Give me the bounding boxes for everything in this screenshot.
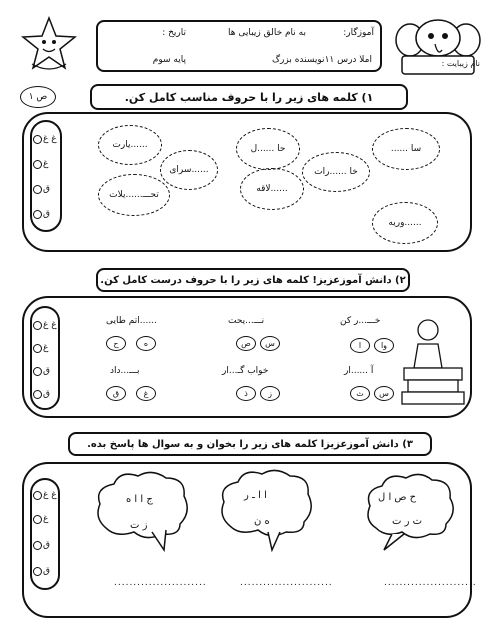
q2-choice-1a[interactable]: ا (350, 338, 370, 353)
q1-options-panel (30, 120, 62, 232)
q1-cloud-7: ......لاقه (240, 168, 304, 210)
q2-word-1: خـــ...ر کن (340, 316, 381, 326)
q3-cloud-3-line1: ج ا ا ه (126, 494, 153, 505)
q1-cloud-3: سا ...... (372, 128, 440, 170)
q2-choice-2a[interactable]: ص (236, 336, 256, 351)
q1-option-4[interactable]: ق (33, 209, 50, 219)
q2-choice-6a[interactable]: ق (106, 386, 126, 401)
q3-option-3[interactable]: ق (33, 540, 50, 550)
q2-choice-4a[interactable]: ث (350, 386, 370, 401)
q1-cloud-5: خا ......رات (302, 152, 370, 192)
q1-cloud-4: ......سرای (160, 150, 218, 190)
q1-option-2[interactable]: غ (33, 159, 48, 169)
q2-choice-5b[interactable]: ز (260, 386, 280, 401)
q2-title: ۲) دانش آموزعزیز! کلمه های زیر را با حرو… (96, 268, 410, 292)
q1-option-3[interactable]: ق (33, 184, 50, 194)
header-box (96, 20, 382, 72)
q2-option-1[interactable]: غ غ (33, 320, 57, 330)
q3-title: ۳) دانش آموزعزیزا کلمه های زیر را بخوان … (68, 432, 432, 456)
q1-cloud-2: حا ......ل (236, 128, 300, 170)
title: به نام خالق زیبایی ها (228, 28, 306, 38)
q2-choice-3b[interactable]: ه (136, 336, 156, 351)
name-label: نام زیبایت : (441, 59, 480, 68)
q3-answer-2[interactable]: ........................ (240, 578, 333, 588)
q3-option-1[interactable]: غ غ (33, 490, 57, 500)
q1-option-1[interactable]: غ غ (33, 134, 57, 144)
q1-cloud-6: تحـــ......یلات (98, 174, 170, 216)
lesson-label: املا درس ۱۱نویسنده بزرگ (271, 55, 372, 65)
q3-answer-3[interactable]: ........................ (114, 578, 207, 588)
q2-option-4[interactable]: ق (33, 389, 50, 399)
q2-choice-5a[interactable]: ذ (236, 386, 256, 401)
teacher-label: آموزگار: (343, 28, 374, 38)
q3-options-panel (30, 478, 60, 590)
q2-choice-2b[interactable]: س (260, 336, 280, 351)
q2-option-2[interactable]: غ (33, 343, 48, 353)
q1-title: ۱) کلمه های زیر را با حروف مناسب کامل کن… (90, 84, 408, 110)
q2-word-5: خواب گـ...ار (222, 366, 269, 376)
q2-word-3: ......اتم طایی (106, 316, 157, 326)
q3-option-2[interactable]: غ (33, 514, 48, 524)
q2-choice-1b[interactable]: وا (374, 338, 394, 353)
q2-word-6: بـــ...داد (110, 366, 140, 376)
q2-option-3[interactable]: ق (33, 366, 50, 376)
q3-cloud-2-line1: ا ا ـ ر (244, 490, 267, 501)
q3-cloud-1-line1: ح ص ا ل (378, 492, 417, 503)
q2-word-4: آ ......ار (344, 366, 374, 376)
q2-choice-3a[interactable]: ح (106, 336, 126, 351)
elephant-mascot-icon (395, 19, 481, 75)
q2-options-panel (30, 306, 60, 410)
q3-cloud-3-shape (97, 471, 188, 553)
grade-label: پایه سوم (152, 55, 186, 65)
q1-cloud-8: ......وریه (372, 202, 438, 244)
q3-cloud-2-shape (221, 469, 312, 552)
q3-cloud-3-line2: ز ت (130, 520, 148, 531)
boy-reading-icon (401, 319, 465, 405)
q2-word-2: نـــ...یحت (228, 316, 265, 326)
q2-choice-4b[interactable]: س (374, 386, 394, 401)
q3-option-4[interactable]: ق (33, 566, 50, 576)
q3-cloud-2-line2: ه ن (254, 516, 270, 527)
q1-cloud-1: ......یارت (98, 125, 162, 165)
star-mascot-icon (20, 16, 78, 70)
q3-answer-1[interactable]: ........................ (384, 578, 477, 588)
page-tag: ص ۱ (20, 86, 56, 108)
q2-choice-6b[interactable]: غ (136, 386, 156, 401)
q3-cloud-1-line2: ت ر ت (392, 516, 423, 527)
date-label: تاریخ : (162, 28, 186, 38)
q3-cloud-1-shape (367, 473, 454, 551)
